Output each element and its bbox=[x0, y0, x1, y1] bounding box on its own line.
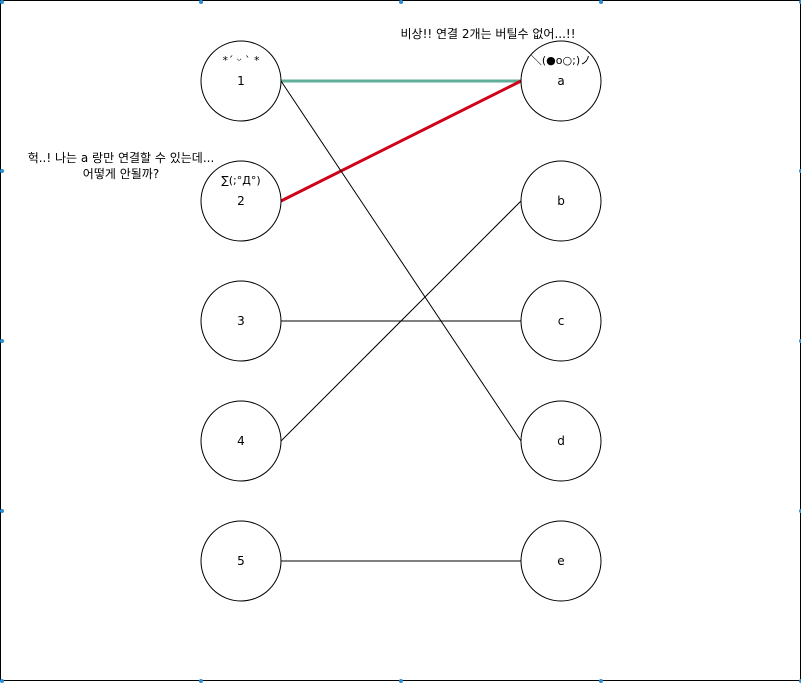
edge-1-d[interactable] bbox=[280, 80, 522, 442]
node-d-label: d bbox=[557, 434, 565, 448]
node-2[interactable]: 2 ∑(;°Д°) bbox=[200, 160, 282, 242]
node-d-circle bbox=[520, 400, 602, 482]
node-4-circle bbox=[200, 400, 282, 482]
note-only-a-line1: 헉..! 나는 a 랑만 연결할 수 있는데... bbox=[27, 151, 215, 165]
node-1-label: 1 bbox=[237, 74, 245, 88]
node-3-circle bbox=[200, 280, 282, 362]
edges-layer bbox=[280, 79, 522, 562]
node-1-emoticon: *´ ᵕ ` * bbox=[222, 54, 260, 67]
selection-handle[interactable] bbox=[599, 0, 603, 4]
selection-handle[interactable] bbox=[0, 679, 4, 683]
node-b[interactable]: b bbox=[520, 160, 602, 242]
node-e[interactable]: e bbox=[520, 520, 602, 602]
node-3[interactable]: 3 bbox=[200, 280, 282, 362]
node-a-emoticon: ＼(●o○;)ノ bbox=[531, 54, 591, 67]
node-c-circle bbox=[520, 280, 602, 362]
selection-handle[interactable] bbox=[399, 679, 403, 683]
node-3-label: 3 bbox=[237, 314, 245, 328]
selection-handle[interactable] bbox=[199, 679, 203, 683]
node-4-label: 4 bbox=[237, 434, 245, 448]
node-2-circle bbox=[200, 160, 282, 242]
selection-handle[interactable] bbox=[0, 169, 4, 173]
selection-handle[interactable] bbox=[799, 339, 801, 343]
node-d[interactable]: d bbox=[520, 400, 602, 482]
note-overload-text: 비상!! 연결 2개는 버틸수 없어...!! bbox=[400, 27, 576, 41]
note-only-a[interactable]: 헉..! 나는 a 랑만 연결할 수 있는데... 어떻게 안될까? bbox=[27, 150, 215, 182]
selection-handle[interactable] bbox=[0, 339, 4, 343]
selection-handle[interactable] bbox=[199, 0, 203, 4]
node-5-circle bbox=[200, 520, 282, 602]
node-a-label: a bbox=[557, 74, 564, 88]
edge-2-a[interactable] bbox=[280, 79, 522, 203]
selection-handle[interactable] bbox=[799, 169, 801, 173]
node-a-circle bbox=[520, 40, 602, 122]
node-1-circle bbox=[200, 40, 282, 122]
node-b-circle bbox=[520, 160, 602, 242]
node-2-emoticon: ∑(;°Д°) bbox=[221, 174, 260, 187]
edge-4-b[interactable] bbox=[280, 200, 522, 442]
node-1[interactable]: 1 *´ ᵕ ` * bbox=[200, 40, 282, 122]
node-e-circle bbox=[520, 520, 602, 602]
selection-handle[interactable] bbox=[0, 0, 4, 4]
selection-handle[interactable] bbox=[399, 0, 403, 4]
node-c-label: c bbox=[558, 314, 565, 328]
node-b-label: b bbox=[557, 194, 565, 208]
node-2-label: 2 bbox=[237, 194, 245, 208]
node-e-label: e bbox=[557, 554, 564, 568]
node-c[interactable]: c bbox=[520, 280, 602, 362]
note-only-a-line2: 어떻게 안될까? bbox=[82, 167, 160, 181]
selection-handle[interactable] bbox=[599, 679, 603, 683]
selection-handle[interactable] bbox=[799, 509, 801, 513]
node-4[interactable]: 4 bbox=[200, 400, 282, 482]
selection-handle[interactable] bbox=[799, 0, 801, 4]
selection-handle[interactable] bbox=[0, 509, 4, 513]
note-overload[interactable]: 비상!! 연결 2개는 버틸수 없어...!! bbox=[383, 26, 593, 42]
nodes-layer: 1 *´ ᵕ ` * 2 ∑(;°Д°) 3 4 5 a ＼(●o○;)ノ b c d e bbox=[200, 40, 602, 602]
node-5-label: 5 bbox=[237, 554, 245, 568]
node-5[interactable]: 5 bbox=[200, 520, 282, 602]
node-a[interactable]: a ＼(●o○;)ノ bbox=[520, 40, 602, 122]
